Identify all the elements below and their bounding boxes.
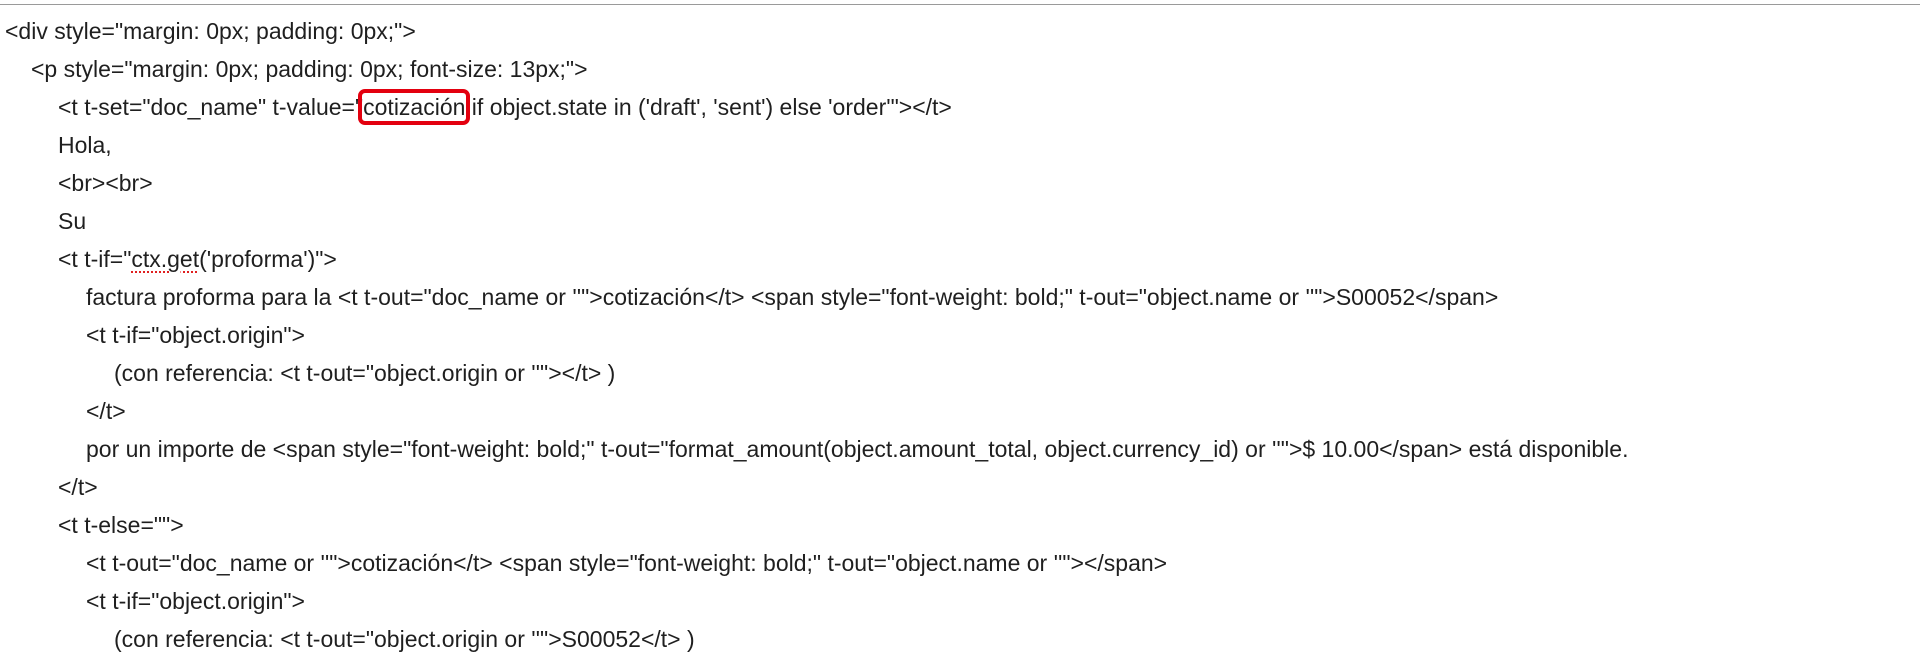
code-line-8: factura proforma para la <t t-out="doc_n…	[86, 284, 1499, 310]
code-line-16: <t t-if="object.origin">	[86, 588, 305, 614]
code-line-15: <t t-out="doc_name or ''">cotización</t>…	[86, 550, 1168, 576]
window-top-border	[0, 4, 1920, 5]
spellcheck-flagged-word[interactable]: ctx.get	[131, 246, 200, 272]
code-line-3-prefix: <t t-set="doc_name" t-value="	[58, 94, 364, 120]
highlighted-value: cotización	[358, 89, 471, 125]
code-line-9: <t t-if="object.origin">	[86, 322, 305, 348]
code-line-13: </t>	[58, 474, 98, 500]
code-line-2: <p style="margin: 0px; padding: 0px; fon…	[31, 56, 588, 82]
code-line-7-suffix: ('proforma')">	[199, 246, 337, 272]
code-line-3: <t t-set="doc_name" t-value="cotización …	[0, 88, 1920, 126]
code-line-3-suffix: if object.state in ('draft', 'sent') els…	[465, 94, 952, 120]
code-editor[interactable]: <div style="margin: 0px; padding: 0px;">…	[0, 12, 1920, 658]
code-line-4: Hola,	[58, 132, 112, 158]
code-line-1: <div style="margin: 0px; padding: 0px;">	[5, 18, 416, 44]
code-line-12: por un importe de <span style="font-weig…	[86, 436, 1629, 462]
code-line-10: (con referencia: <t t-out="object.origin…	[114, 360, 616, 386]
code-line-6: Su	[58, 208, 87, 234]
code-line-7: <t t-if="ctx.get('proforma')">	[0, 240, 1920, 278]
code-line-5: <br><br>	[58, 170, 153, 196]
code-line-11: </t>	[86, 398, 126, 424]
code-line-7-prefix: <t t-if="	[58, 246, 132, 272]
code-line-17: (con referencia: <t t-out="object.origin…	[114, 626, 695, 652]
code-line-14: <t t-else="">	[58, 512, 184, 538]
